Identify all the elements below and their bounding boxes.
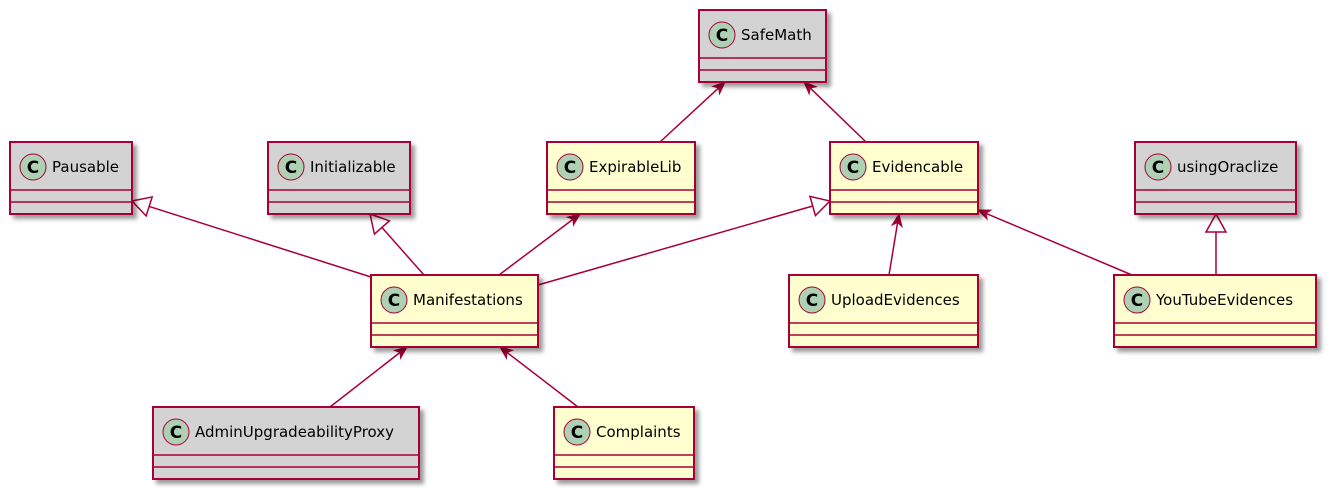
- relation-UploadEvidences-to-Evidencable: [888, 212, 903, 276]
- class-name: YouTubeEvidences: [1155, 291, 1293, 309]
- relation-Manifestations-to-Pausable: [130, 195, 372, 278]
- relation-YouTubeEvidences-to-Evidencable: [976, 209, 1133, 276]
- class-badge-letter: C: [388, 291, 400, 311]
- class-badge-icon: [839, 153, 867, 181]
- class-box: [152, 406, 420, 480]
- relation-Manifestations-to-ExpirableLib: [498, 213, 582, 276]
- class-badge-icon: [162, 418, 190, 446]
- relation-Manifestations-to-Initializable: [368, 212, 425, 276]
- class-Initializable[interactable]: C Initializable: [267, 141, 411, 215]
- relation-line: [809, 87, 867, 143]
- class-badge-letter: C: [847, 158, 859, 178]
- class-name: Pausable: [52, 158, 119, 176]
- class-name: SafeMath: [741, 26, 812, 44]
- class-badge-icon: [556, 153, 584, 181]
- class-name: Manifestations: [413, 291, 523, 309]
- class-badge-icon: [1123, 286, 1151, 314]
- class-badge-icon: [798, 286, 826, 314]
- class-name: usingOraclize: [1177, 158, 1278, 176]
- inheritance-arrowhead: [130, 195, 154, 218]
- relation-line: [506, 351, 579, 408]
- relation-Manifestations-to-Evidencable: [537, 195, 832, 286]
- relation-line: [148, 205, 372, 278]
- class-badge-icon: [277, 153, 305, 181]
- class-badge-icon: [563, 418, 591, 446]
- class-AdminUpgradeabilityProxy[interactable]: C AdminUpgradeabilityProxy: [152, 406, 420, 480]
- relation-line: [659, 87, 720, 143]
- class-badge-icon: [380, 286, 408, 314]
- class-name: Initializable: [310, 158, 396, 176]
- inheritance-arrowhead: [1204, 212, 1228, 233]
- relation-Evidencable-to-SafeMath: [803, 81, 867, 143]
- class-badge-icon: [19, 153, 47, 181]
- association-arrowhead: [392, 346, 409, 360]
- class-badge-letter: C: [716, 26, 728, 46]
- class-badge-letter: C: [571, 423, 583, 443]
- class-YouTubeEvidences[interactable]: C YouTubeEvidences: [1113, 274, 1317, 348]
- relation-AdminUpgradeabilityProxy-to-Manifestations: [329, 346, 409, 408]
- class-badge-letter: C: [27, 158, 39, 178]
- association-arrowhead: [565, 213, 582, 227]
- relation-Complaints-to-Manifestations: [498, 346, 579, 408]
- association-arrowhead: [711, 81, 726, 96]
- association-arrowhead: [803, 81, 818, 96]
- relation-ExpirableLib-to-SafeMath: [659, 81, 726, 143]
- class-badge-letter: C: [1131, 291, 1143, 311]
- class-badge-letter: C: [564, 158, 576, 178]
- class-name: Complaints: [596, 423, 681, 441]
- class-badge-icon: [1144, 153, 1172, 181]
- class-name: ExpirableLib: [589, 158, 681, 176]
- inheritance-arrowhead: [368, 212, 391, 236]
- relation-line: [537, 205, 813, 286]
- relation-line: [381, 226, 425, 276]
- relation-line: [329, 351, 401, 408]
- class-badge-letter: C: [806, 291, 818, 311]
- class-SafeMath[interactable]: C SafeMath: [698, 9, 827, 83]
- inheritance-arrowhead: [808, 195, 832, 218]
- class-name: Evidencable: [872, 158, 963, 176]
- class-badge-letter: C: [170, 423, 182, 443]
- class-Manifestations[interactable]: C Manifestations: [370, 274, 539, 348]
- class-Complaints[interactable]: C Complaints: [553, 406, 695, 480]
- relation-line: [888, 222, 899, 276]
- class-badge-letter: C: [285, 158, 297, 178]
- relation-YouTubeEvidences-to-usingOraclize: [1204, 212, 1228, 275]
- relations-layer: [130, 81, 1228, 408]
- class-Evidencable[interactable]: C Evidencable: [829, 141, 979, 215]
- class-name: AdminUpgradeabilityProxy: [195, 423, 394, 441]
- class-Pausable[interactable]: C Pausable: [9, 141, 133, 215]
- class-badge-letter: C: [1152, 158, 1164, 178]
- class-UploadEvidences[interactable]: C UploadEvidences: [788, 274, 979, 348]
- class-name: UploadEvidences: [831, 291, 960, 309]
- association-arrowhead: [890, 212, 903, 229]
- class-badge-icon: [708, 21, 736, 49]
- class-ExpirableLib[interactable]: C ExpirableLib: [546, 141, 696, 215]
- relation-line: [985, 212, 1133, 276]
- relation-line: [498, 218, 574, 276]
- association-arrowhead: [498, 346, 515, 360]
- association-arrowhead: [976, 209, 993, 221]
